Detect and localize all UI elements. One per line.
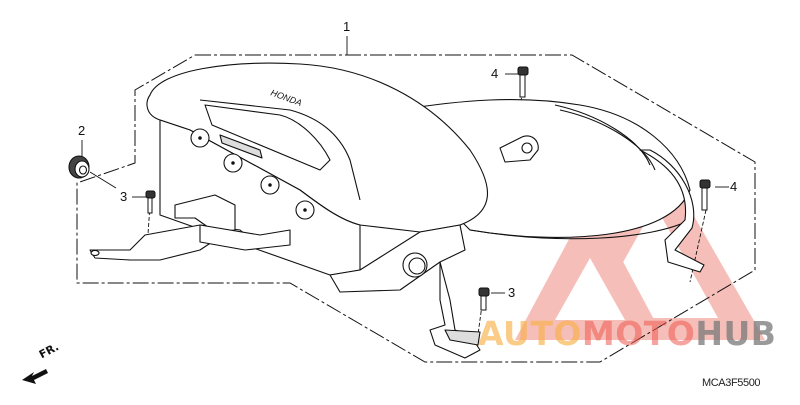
bolt-icon (478, 287, 490, 311)
bolt-icon (517, 66, 529, 98)
watermark-auto: AUTO (478, 314, 582, 353)
callout-4b: 4 (730, 179, 738, 194)
watermark-text: AUTOMOTOHUB (478, 317, 776, 350)
watermark-hub: HUB (695, 314, 777, 353)
bolt-icon (699, 179, 711, 211)
console-assembly: HONDA (89, 62, 705, 359)
callout-4a: 4 (491, 66, 499, 81)
watermark-logo-icon (515, 148, 765, 340)
bolt-icon (145, 190, 156, 214)
callout-3a: 3 (120, 189, 128, 204)
diagram-part-code: MCA3F5500 (702, 377, 761, 389)
assembly-boundary (76, 54, 756, 363)
front-direction-arrow-icon (22, 369, 48, 384)
grommet-icon (68, 155, 90, 179)
watermark-moto: MOTO (581, 314, 696, 353)
callout-2: 2 (78, 123, 86, 138)
callout-3b: 3 (508, 285, 516, 300)
callout-1: 1 (343, 19, 351, 34)
